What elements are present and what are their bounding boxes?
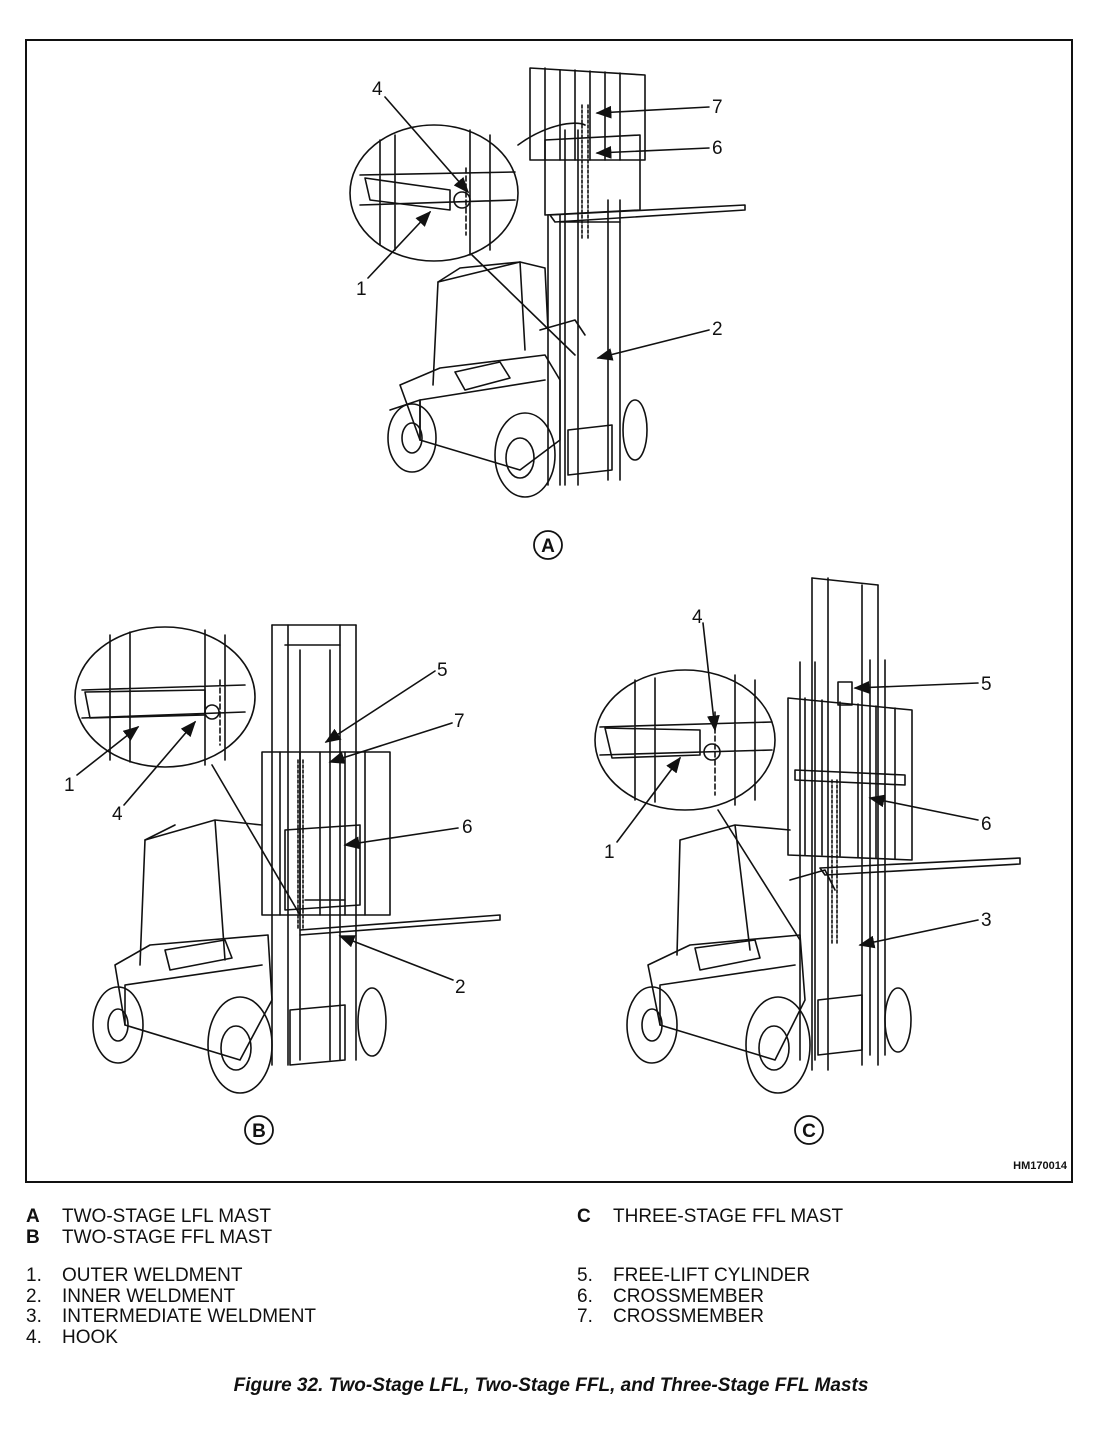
forklift-c-drawing <box>594 577 1021 1094</box>
svg-text:B: B <box>252 1121 266 1142</box>
callout-labels: 4 7 6 1 2 5 7 6 1 4 2 4 5 6 1 3 <box>64 79 992 998</box>
legend-part-5: 5.FREE-LIFT CYLINDER <box>577 1265 811 1286</box>
figure-caption: Figure 32. Two-Stage LFL, Two-Stage FFL,… <box>233 1375 869 1396</box>
callout-4-c: 4 <box>692 607 703 628</box>
svg-text:C: C <box>802 1121 816 1142</box>
callout-1-a: 1 <box>356 279 367 300</box>
callout-2-b: 2 <box>455 977 466 998</box>
forklift-a-drawing <box>349 67 746 498</box>
legend-part-6: 6.CROSSMEMBER <box>577 1285 764 1307</box>
callout-6-a: 6 <box>712 138 723 159</box>
legend-part-7: 7.CROSSMEMBER <box>577 1306 764 1327</box>
callout-5-c: 5 <box>981 674 992 695</box>
parts-legend-left: 1.OUTER WELDMENT 2.INNER WELDMENT 3.INTE… <box>26 1265 317 1348</box>
callout-4-a: 4 <box>372 79 383 100</box>
callout-7-b: 7 <box>454 711 465 732</box>
forklift-b-drawing <box>74 624 501 1094</box>
legend-part-1: 1.OUTER WELDMENT <box>26 1265 243 1286</box>
svg-text:A: A <box>541 536 555 557</box>
view-key-a: A <box>533 530 563 560</box>
figure-frame <box>25 39 1073 1183</box>
view-key-b: B <box>244 1115 274 1145</box>
legend-part-2: 2.INNER WELDMENT <box>26 1285 236 1307</box>
callout-1-b: 1 <box>64 775 75 796</box>
callout-5-b: 5 <box>437 660 448 681</box>
callout-leaders <box>76 96 979 981</box>
view-key-c: C <box>794 1115 824 1145</box>
callout-3-c: 3 <box>981 910 992 931</box>
callout-4-b: 4 <box>112 804 123 825</box>
legend-part-3: 3.INTERMEDIATE WELDMENT <box>26 1306 317 1327</box>
legend-part-4: 4.HOOK <box>26 1326 118 1348</box>
figure-id: HM170014 <box>1013 1160 1067 1172</box>
callout-2-a: 2 <box>712 319 723 340</box>
callout-1-c: 1 <box>604 842 615 863</box>
forklift-mast-illustration: 4 7 6 1 2 5 7 6 1 4 2 4 5 6 1 3 A B C <box>64 67 1021 1145</box>
parts-legend-right: 5.FREE-LIFT CYLINDER 6.CROSSMEMBER 7.CRO… <box>577 1265 811 1328</box>
callout-7-a: 7 <box>712 97 723 118</box>
callout-6-b: 6 <box>462 817 473 838</box>
callout-6-c: 6 <box>981 814 992 835</box>
